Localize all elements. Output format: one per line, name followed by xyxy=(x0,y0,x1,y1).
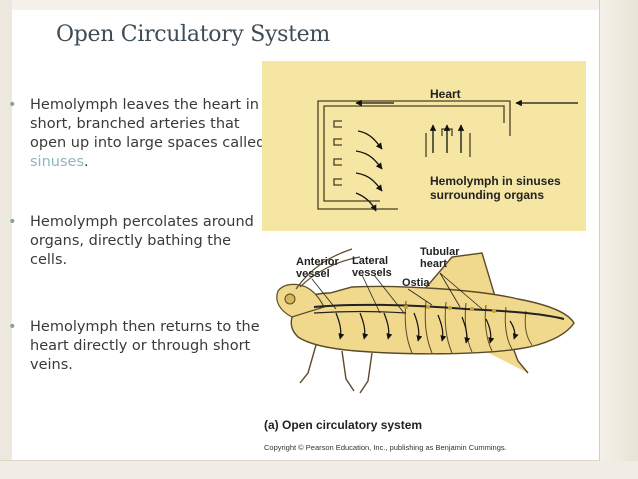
figure-caption: (a) Open circulatory system xyxy=(264,418,422,432)
tubular-heart-vessel xyxy=(313,303,565,320)
grasshopper-antenna xyxy=(295,248,353,290)
bullet-2: • Hemolymph percolates around organs, di… xyxy=(8,213,258,273)
bullet-marker: • xyxy=(8,214,17,230)
anterior-vessel xyxy=(313,310,407,314)
bullet-1-text-end: . xyxy=(84,154,89,170)
heart-label: Heart xyxy=(430,87,461,101)
tubular-heart-label-line2: heart xyxy=(420,258,447,270)
grasshopper-head xyxy=(276,283,325,318)
slide-frame-bottom xyxy=(0,461,638,479)
grasshopper-eye xyxy=(284,293,296,305)
ostia-markers xyxy=(404,305,496,313)
schematic-flow-arrows xyxy=(355,99,578,212)
tubular-heart-label-line1: Tubular xyxy=(420,246,460,258)
label-pointers xyxy=(311,272,483,314)
lateral-vessels-label-line2: vessels xyxy=(352,267,392,279)
sinus-label-line1: Hemolymph in sinuses xyxy=(430,174,561,188)
bullet-3: • Hemolymph then returns to the heart di… xyxy=(8,318,260,378)
slide-frame-top xyxy=(0,0,638,10)
slide-title: Open Circulatory System xyxy=(56,22,330,47)
grasshopper-antenna xyxy=(299,256,361,288)
bullet-marker: • xyxy=(8,319,17,335)
sinus-label-line2: surrounding organs xyxy=(430,188,544,202)
bullet-1-text: Hemolymph leaves the heart in short, bra… xyxy=(30,96,270,172)
grasshopper-illustration xyxy=(276,248,575,394)
anterior-vessel-label-line2: vessel xyxy=(296,268,330,280)
slide-frame-right-border xyxy=(599,0,600,479)
bullet-1-highlight-sinuses: sinuses xyxy=(30,154,84,170)
bullet-2-text: Hemolymph percolates around organs, dire… xyxy=(30,214,254,268)
lateral-vessels-label-line1: Lateral xyxy=(352,255,388,267)
schematic-panel xyxy=(262,61,586,231)
grasshopper-front-legs xyxy=(299,344,373,394)
schematic-vessels xyxy=(317,100,511,210)
figure-copyright: Copyright © Pearson Education, Inc., pub… xyxy=(264,443,507,452)
anterior-vessel-label-line1: Anterior xyxy=(296,256,340,268)
slide-frame-right xyxy=(600,0,638,479)
lateral-vessel-arrows xyxy=(335,312,519,344)
bullet-marker: • xyxy=(8,97,17,113)
circulatory-figure: Heart Hemolymph in sinuses surrounding o… xyxy=(262,61,586,452)
ostia-label: Ostia xyxy=(402,277,430,289)
slide-frame-left xyxy=(0,0,12,479)
bullet-3-text: Hemolymph then returns to the heart dire… xyxy=(30,319,260,373)
slide-frame-bottom-border xyxy=(0,460,600,461)
bullet-1-text-main: Hemolymph leaves the heart in short, bra… xyxy=(30,97,266,151)
bullet-1: • Hemolymph leaves the heart in short, b… xyxy=(8,96,265,180)
grasshopper-body xyxy=(290,285,575,355)
